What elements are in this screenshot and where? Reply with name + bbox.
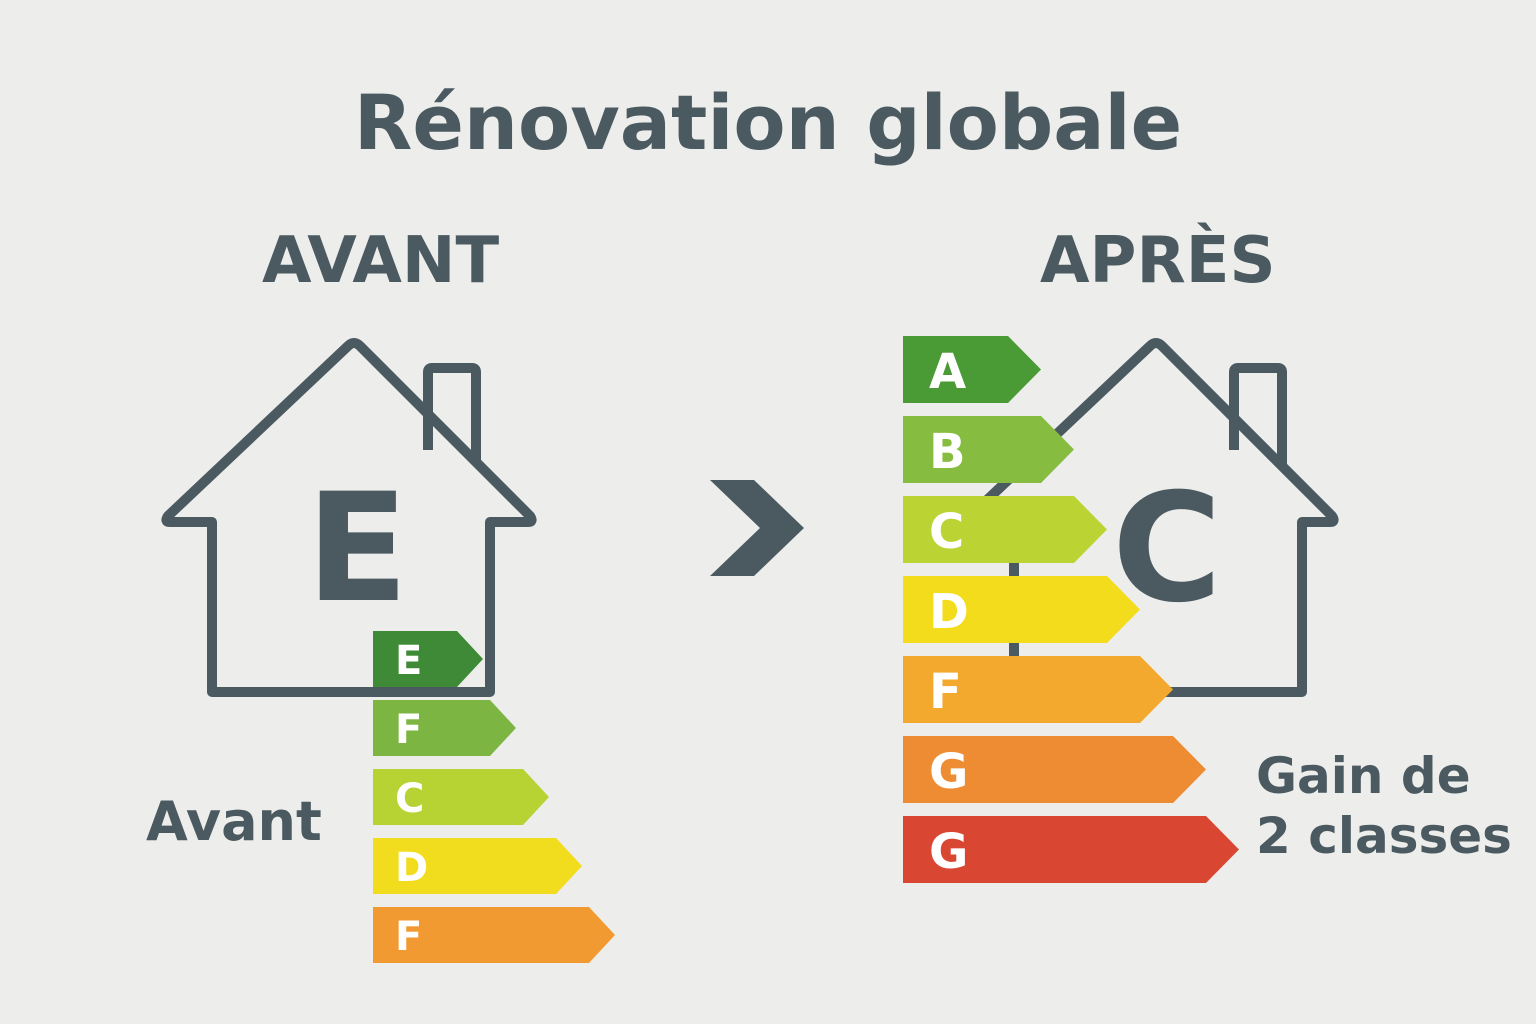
rating-bar-letter: G bbox=[929, 823, 969, 880]
gain-note-line2: 2 classes bbox=[1256, 807, 1512, 865]
rating-bar-letter: C bbox=[395, 776, 425, 822]
rating-bar-letter: F bbox=[395, 707, 423, 753]
rating-bar-after-7: G bbox=[903, 816, 1239, 883]
rating-bar-letter: D bbox=[395, 845, 429, 891]
rating-bar-before-1: E bbox=[373, 631, 483, 687]
house-after-rating: C bbox=[1112, 462, 1223, 636]
before-caption: Avant bbox=[146, 790, 322, 853]
rating-bar-before-2: F bbox=[373, 700, 516, 756]
gain-note-line1: Gain de bbox=[1256, 747, 1471, 805]
rating-bar-before-4: D bbox=[373, 838, 582, 894]
rating-bar-before-3: C bbox=[373, 769, 549, 825]
rating-bar-letter: E bbox=[395, 638, 423, 684]
page-title: Rénovation globale bbox=[353, 78, 1183, 167]
rating-bar-before-5: F bbox=[373, 907, 615, 963]
house-before-icon bbox=[161, 338, 537, 697]
rating-bar-letter: F bbox=[929, 663, 962, 720]
before-heading: AVANT bbox=[262, 224, 500, 298]
house-before-rating: E bbox=[306, 462, 409, 636]
rating-bar-letter: B bbox=[929, 423, 966, 480]
rating-bar-after-1: A bbox=[903, 336, 1041, 403]
rating-bar-after-2: B bbox=[903, 416, 1074, 483]
rating-bar-after-5: F bbox=[903, 656, 1173, 723]
rating-bar-letter: C bbox=[929, 503, 965, 560]
rating-bar-letter: F bbox=[395, 914, 423, 960]
rating-bar-after-3: C bbox=[903, 496, 1107, 563]
rating-bar-after-6: G bbox=[903, 736, 1206, 803]
gain-note: Gain de 2 classes bbox=[1256, 746, 1512, 866]
rating-bar-after-4: D bbox=[903, 576, 1140, 643]
chevron-right-icon bbox=[710, 480, 804, 576]
rating-bar-letter: D bbox=[929, 583, 969, 640]
rating-bar-letter: A bbox=[929, 343, 967, 400]
after-heading: APRÈS bbox=[1040, 224, 1276, 298]
rating-bar-letter: G bbox=[929, 743, 969, 800]
